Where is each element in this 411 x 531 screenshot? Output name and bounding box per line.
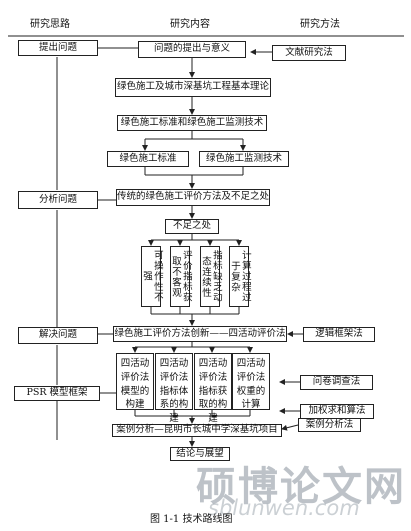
- monitoring-tech-box: 绿色施工监测技术: [199, 151, 289, 167]
- indicator-system-box: 四活动评价法指标体系的构建: [155, 353, 193, 424]
- weighted-sum-box: 加权求和算法: [300, 404, 374, 419]
- deficiency-objectivity: 评价指标获取不客观: [170, 246, 192, 307]
- analyze-question-box: 分析问题: [18, 191, 98, 209]
- raise-question-box: 提出问题: [18, 40, 98, 56]
- green-standard-box: 绿色施工标准: [107, 151, 189, 167]
- deficiency-complexity: 计算过程过于复杂: [229, 246, 251, 307]
- header-research-content: 研究内容: [170, 19, 210, 30]
- conclusion-box: 结论与展望: [170, 447, 230, 461]
- watermark-url: sblunwen.com: [208, 496, 360, 520]
- watermark-text: 硕博论文网: [196, 463, 406, 510]
- solve-question-box: 解决问题: [18, 327, 98, 344]
- logic-framework-box: 逻辑框架法: [303, 327, 375, 342]
- indicator-acquisition-box: 四活动评价法指标获取的构建: [194, 353, 232, 424]
- header-research-method: 研究方法: [300, 19, 340, 30]
- deficiency-operability: 可操作性不强: [141, 246, 163, 307]
- problem-significance-box: 问题的提出与意义: [138, 41, 246, 58]
- weight-calculation-box: 四活动评价法权重的计算: [232, 353, 270, 410]
- questionnaire-box: 问卷调查法: [300, 375, 373, 390]
- deficiency-continuity: 指标缺乏动态连续性: [200, 246, 222, 307]
- literature-method-box: 文献研究法: [272, 45, 346, 61]
- model-construction-box: 四活动评价法模型的构建: [116, 353, 154, 410]
- deficiencies-box: 不足之处: [165, 219, 219, 234]
- basic-theory-box: 绿色施工及城市深基坑工程基本理论: [115, 78, 271, 97]
- standards-monitoring-box: 绿色施工标准和绿色施工监测技术: [117, 115, 267, 131]
- psr-framework-box: PSR 模型框架: [14, 386, 100, 401]
- method-innovation-box: 绿色施工评价方法创新——四活动评价法: [113, 326, 287, 342]
- case-analysis-box: 案例分析—昆明市长城中学深基坑项目: [112, 424, 282, 437]
- case-method-box: 案例分析法: [298, 418, 361, 432]
- header-research-approach: 研究思路: [30, 19, 70, 30]
- traditional-method-box: 传统的绿色施工评价方法及不足之处: [116, 189, 270, 206]
- figure-caption: 图 1-1 技术路线图: [150, 514, 233, 525]
